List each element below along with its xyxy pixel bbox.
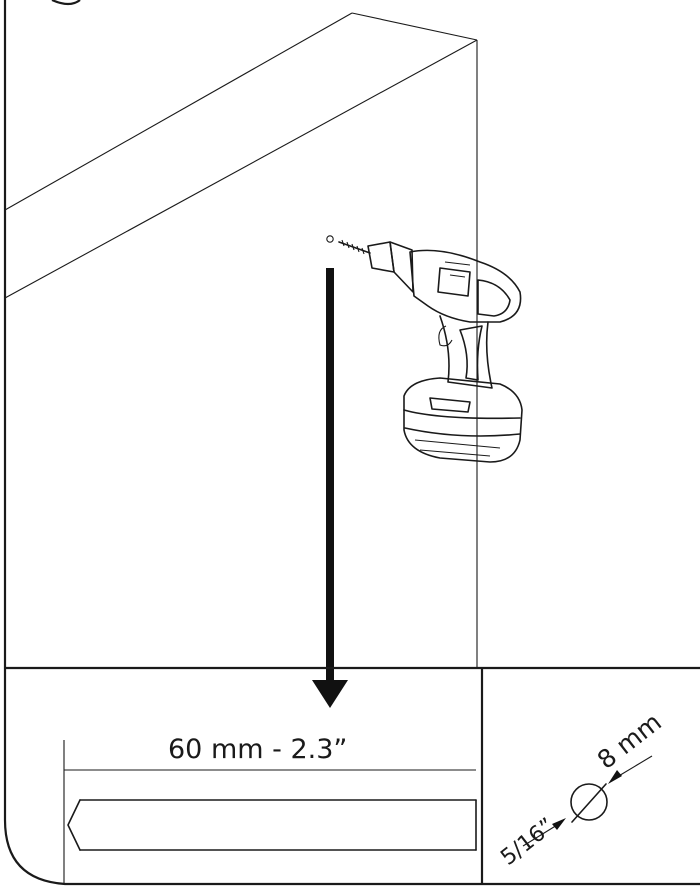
panel-frame bbox=[3, 0, 700, 886]
drill-icon bbox=[338, 239, 523, 463]
drill-direction-arrow-icon bbox=[312, 268, 348, 708]
diameter-symbol-icon bbox=[522, 755, 653, 847]
metric-diameter-label: 8 mm bbox=[592, 707, 667, 775]
detail-panel-dividers bbox=[5, 666, 700, 884]
hole-depth-section bbox=[63, 740, 477, 884]
step-badge-edge bbox=[51, 0, 81, 6]
board-outline bbox=[4, 12, 478, 668]
imperial-diameter-label: 5/16” bbox=[496, 814, 559, 871]
depth-label: 60 mm - 2.3” bbox=[168, 734, 347, 765]
pilot-hole-marker bbox=[326, 235, 334, 243]
